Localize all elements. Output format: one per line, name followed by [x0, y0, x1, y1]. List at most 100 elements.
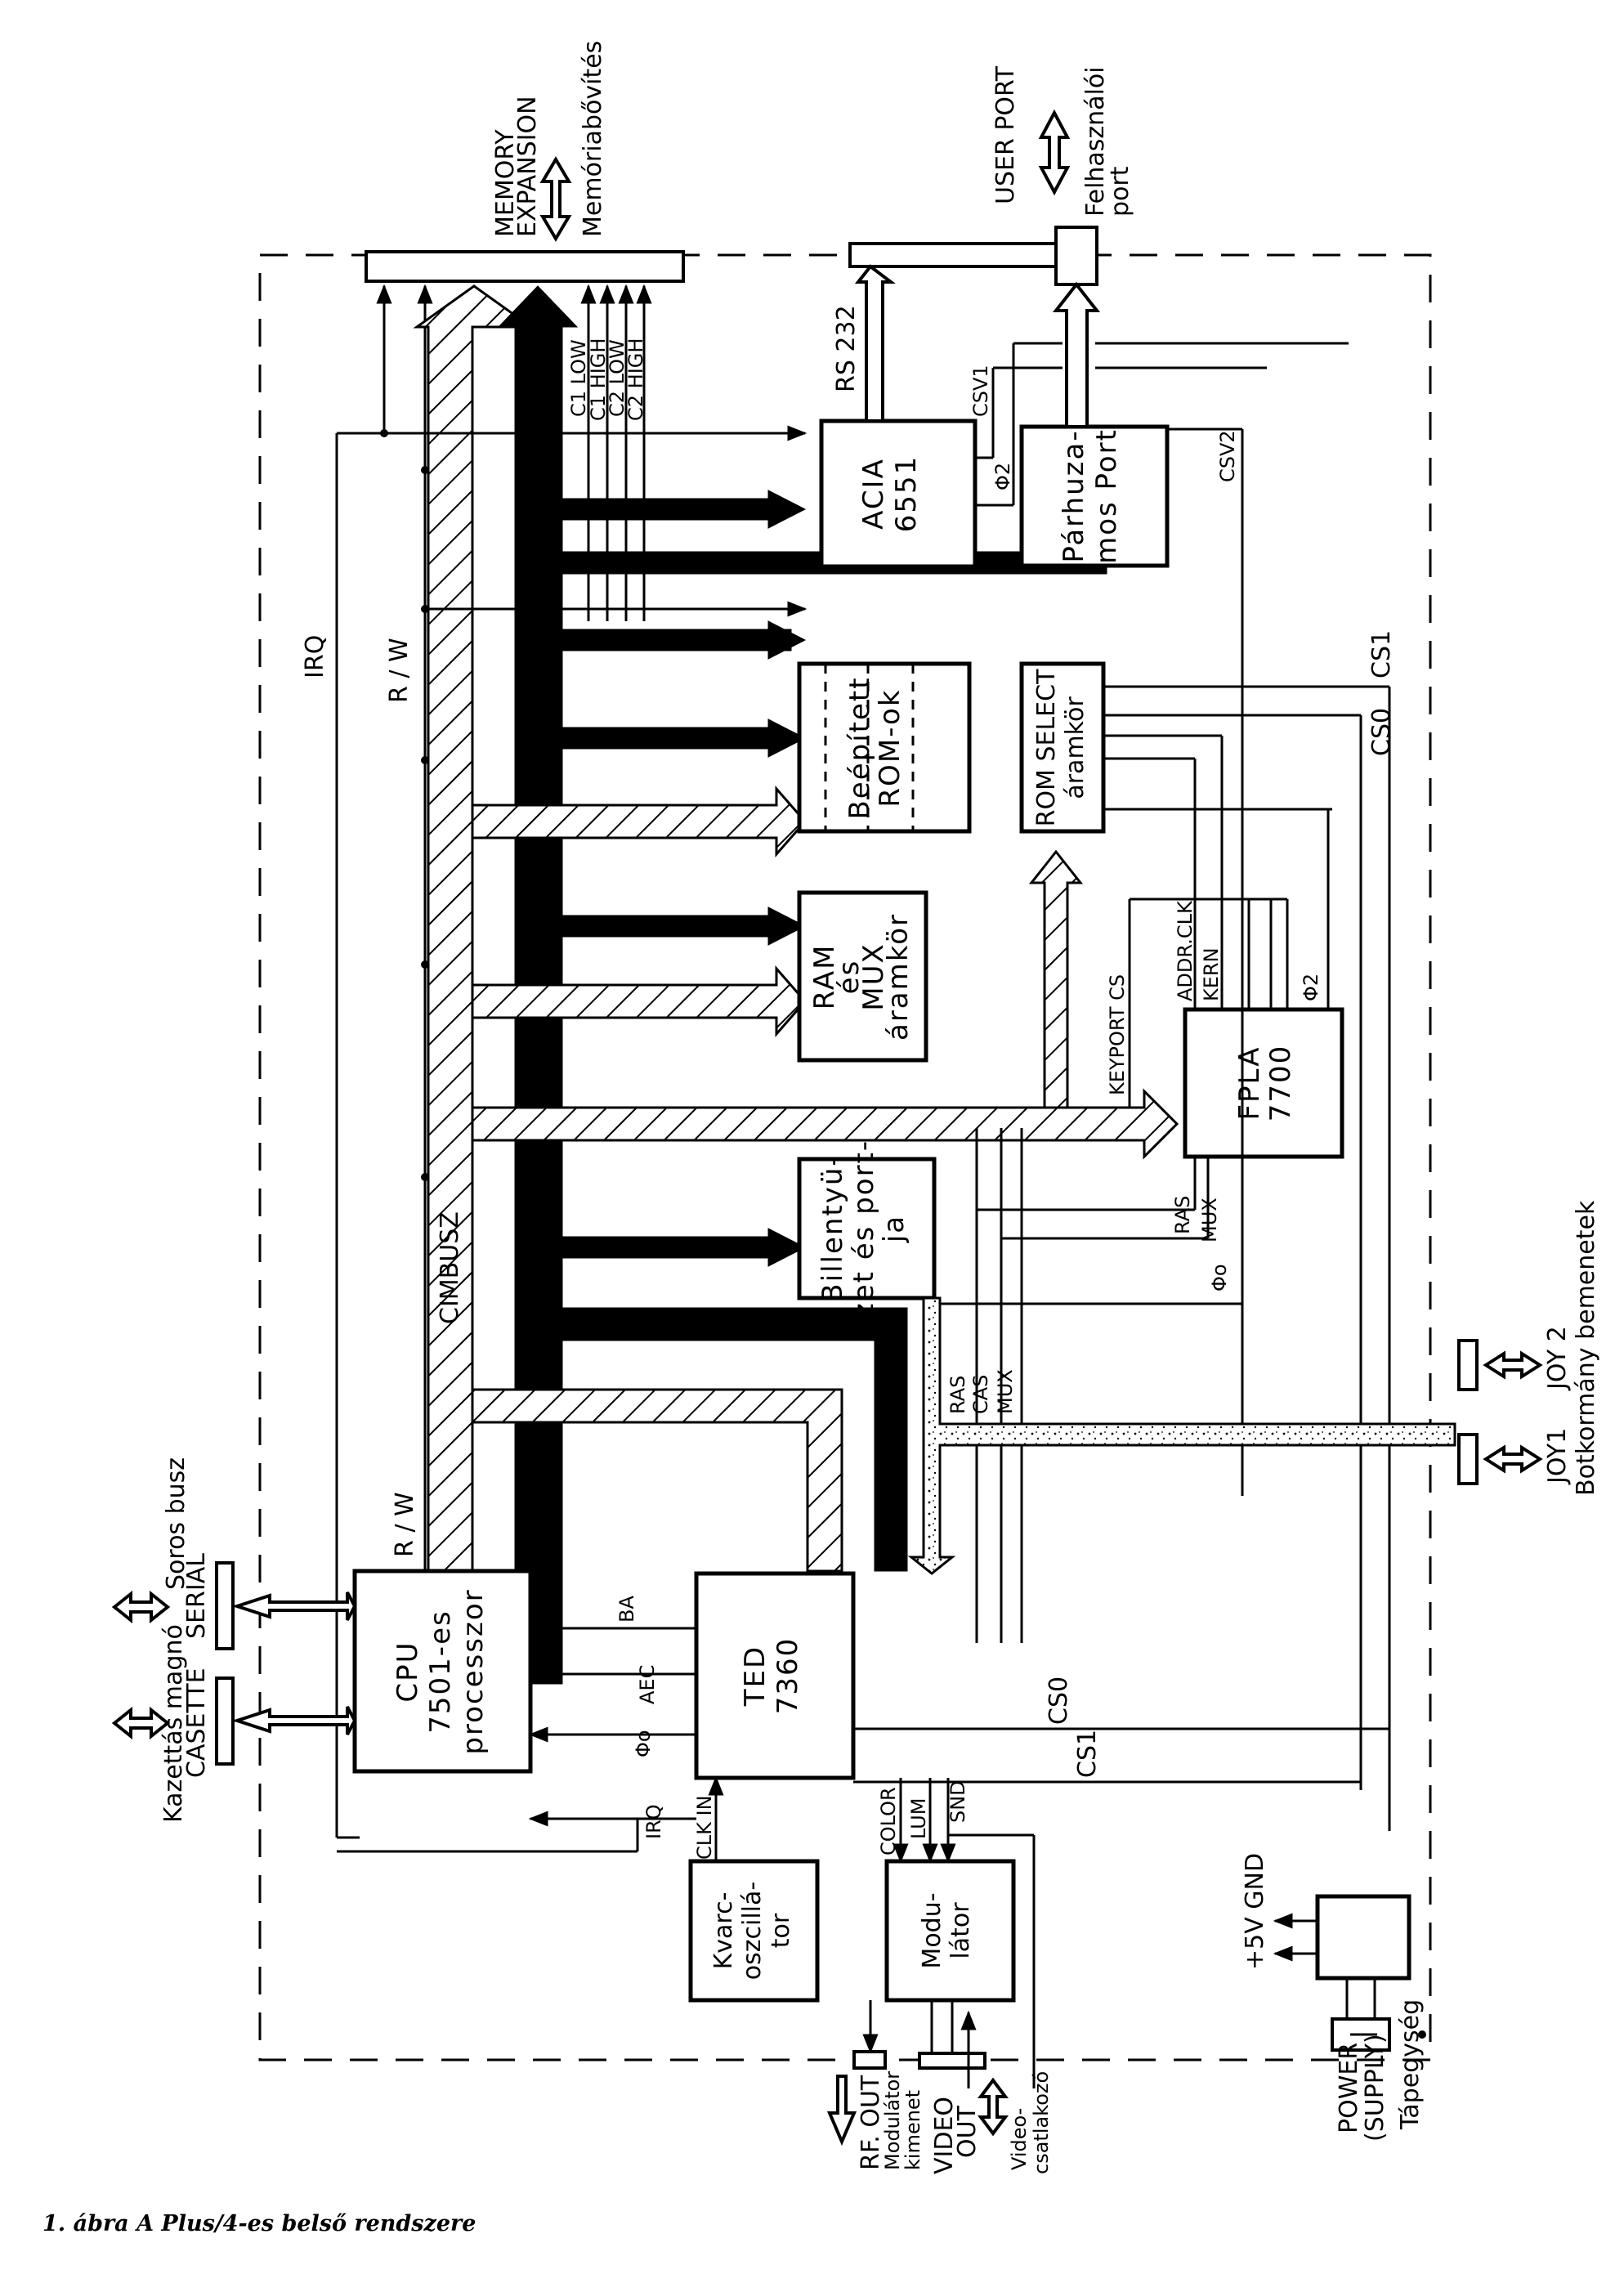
- cs1-ted-label: CS1: [1073, 1730, 1102, 1778]
- cpu-label-2: 7501-es: [424, 1609, 457, 1733]
- power-supply-block[interactable]: [1273, 1894, 1411, 2019]
- addr-clk-label: ADDR.CLK: [1174, 900, 1197, 1001]
- csv2-label: CSV2: [1216, 430, 1239, 482]
- power-label-en2: (SUPPLY): [1361, 2034, 1389, 2142]
- kern-label: KERN: [1200, 947, 1223, 1001]
- cassette-label-en: CASETTE: [182, 1668, 211, 1778]
- kvarc-label-1: Kvarc-: [709, 1892, 738, 1970]
- ras-bus-label: RAS: [946, 1376, 969, 1414]
- rf-out-label-hu1: Modulátor: [881, 2071, 904, 2170]
- system-boundary: [258, 253, 1432, 2061]
- memory-expansion-label-en2: EXPANSION: [513, 96, 542, 237]
- ras-fpla-label: RAS: [1171, 1196, 1194, 1234]
- clk-in-label: CLK IN: [693, 1795, 716, 1860]
- acia-label-1: ACIA: [857, 458, 890, 530]
- cpu-label-1: CPU: [391, 1641, 424, 1702]
- video-out-label-1: VIDEO: [930, 2097, 959, 2174]
- ted-block[interactable]: TED 7360: [694, 1571, 856, 1780]
- crystal-oscillator-block[interactable]: Kvarc- oszcillá- tor: [688, 1859, 820, 2003]
- kvarc-label-2: oszcillá-: [738, 1882, 767, 1980]
- phi2-acia-label: Φ2: [991, 463, 1014, 490]
- ted-label-1: TED: [739, 1645, 772, 1707]
- parallel-port-block[interactable]: Párhuza- mos Port: [1019, 424, 1170, 568]
- video-out-label-2: OUT: [953, 2105, 982, 2158]
- user-port-connector: [848, 109, 1101, 428]
- mux-fpla-label: MUX: [1198, 1197, 1221, 1242]
- modulator-block[interactable]: Modu- látor: [884, 1859, 1016, 2003]
- cassette-label-hu: Kazettás magnó: [159, 1624, 188, 1823]
- user-port-label-en: USER PORT: [991, 65, 1020, 204]
- ram-label-3: MUX: [857, 942, 890, 1011]
- ram-label-1: RAM: [808, 944, 841, 1010]
- cs0-ted-label: CS0: [1045, 1676, 1073, 1725]
- acia-label-2: 6551: [890, 455, 923, 533]
- cpu-label-3: processzor: [457, 1588, 490, 1754]
- video-out-label-hu1: Video-: [1008, 2108, 1031, 2170]
- rw-bottom-label: R / W: [391, 1492, 419, 1557]
- serial-label-en: SERIAL: [182, 1553, 211, 1639]
- fpla-label-2: 7700: [1264, 1045, 1297, 1122]
- phi0-label: Φo: [632, 1730, 655, 1757]
- acia-port-signals: [975, 342, 1349, 1496]
- builtin-rom-block[interactable]: Beépített ROM-ok: [797, 661, 972, 834]
- modulator-label-2: látor: [946, 1902, 975, 1959]
- fpla-bottom-signals: [936, 1128, 1244, 1643]
- irq-label: IRQ: [642, 1804, 665, 1839]
- c1-low-label: C1 LOW: [567, 339, 590, 417]
- keyboard-label-3: ja: [878, 1215, 910, 1243]
- rom-select-label-1: ROM SELECT: [1032, 669, 1061, 826]
- data-bus-label: ADATBUSZ: [517, 1184, 546, 1316]
- joy2-label: JOY 2: [1543, 1326, 1572, 1391]
- rom-label-1: Beépített: [843, 676, 876, 819]
- keyboard-label-2: zet és port-: [848, 1139, 880, 1318]
- ted-cpu-signals: [337, 1620, 724, 1861]
- address-bus-label: CIMBUSZ: [436, 1211, 464, 1324]
- modulator-label-1: Modu-: [918, 1892, 946, 1968]
- ba-label: BA: [615, 1596, 638, 1623]
- power-connector: [1331, 2017, 1426, 2052]
- cs0-right-label: CS0: [1367, 708, 1396, 756]
- serial-cassette-connectors: [111, 1561, 357, 1766]
- memory-expansion-connector: [365, 250, 685, 1685]
- parallel-port-label-1: Párhuza-: [1058, 429, 1090, 562]
- rom-select-block[interactable]: ROM SELECT áramkör: [1019, 661, 1106, 834]
- keyboard-port-block[interactable]: Billentyü- zet és port- ja: [797, 1139, 937, 1318]
- rf-video-connectors: [826, 2000, 1009, 2147]
- memory-expansion-label-hu: Memóriabővítés: [579, 41, 607, 237]
- acia-block[interactable]: ACIA 6551: [819, 419, 978, 569]
- ram-mux-block[interactable]: RAM és MUX áramkör: [797, 890, 928, 1063]
- power-label-hu: Tápegység: [1396, 1999, 1425, 2130]
- keyboard-joystick-bus: [907, 1296, 1456, 1575]
- snd-label: SND: [946, 1780, 969, 1823]
- cas-bus-label: CAS: [969, 1375, 992, 1414]
- serial-label-hu: Soros busz: [162, 1457, 190, 1590]
- fpla-block[interactable]: FPLA 7700: [1183, 1007, 1344, 1159]
- ram-label-4: áramkör: [882, 913, 915, 1041]
- aec-label: AEC: [636, 1665, 659, 1704]
- keyboard-label-1: Billentyü-: [816, 1154, 849, 1302]
- bidirectional-arrow-icon: [539, 156, 572, 242]
- joystick-connectors: [1457, 1339, 1543, 1485]
- user-port-label-hu2: port: [1106, 166, 1134, 217]
- joystick-label-hu: Botkormány bemenetek: [1572, 1200, 1600, 1496]
- mux-bus-label: MUX: [994, 1369, 1017, 1414]
- memory-expansion-label-en1: MEMORY: [491, 129, 520, 237]
- cs1-right-label: CS1: [1367, 630, 1396, 678]
- power-voltage-label: +5V GND: [1241, 1853, 1269, 1970]
- c1-high-label: C1 HIGH: [587, 338, 610, 421]
- phi2-fpla-label: Φ2: [1300, 974, 1322, 1001]
- user-port-label-hu1: Felhasználói: [1081, 66, 1110, 217]
- c2-high-label: C2 HIGH: [624, 338, 647, 421]
- ted-video-signals: [853, 1727, 1389, 2088]
- romselect-fpla-signals: [1103, 685, 1391, 1831]
- rf-out-label: RF. OUT: [857, 2075, 885, 2170]
- ted-label-2: 7360: [772, 1637, 804, 1715]
- c2-low-label: C2 LOW: [606, 339, 629, 417]
- color-label: COLOR: [877, 1787, 900, 1856]
- rom-label-2: ROM-ok: [874, 688, 906, 807]
- figure-caption: 1. ábra A Plus/4-es belső rendszere: [43, 2211, 476, 2236]
- rom-select-label-2: áramkör: [1061, 696, 1089, 799]
- rs232-label: RS 232: [832, 305, 861, 392]
- cpu-block[interactable]: CPU 7501-es processzor: [352, 1569, 533, 1774]
